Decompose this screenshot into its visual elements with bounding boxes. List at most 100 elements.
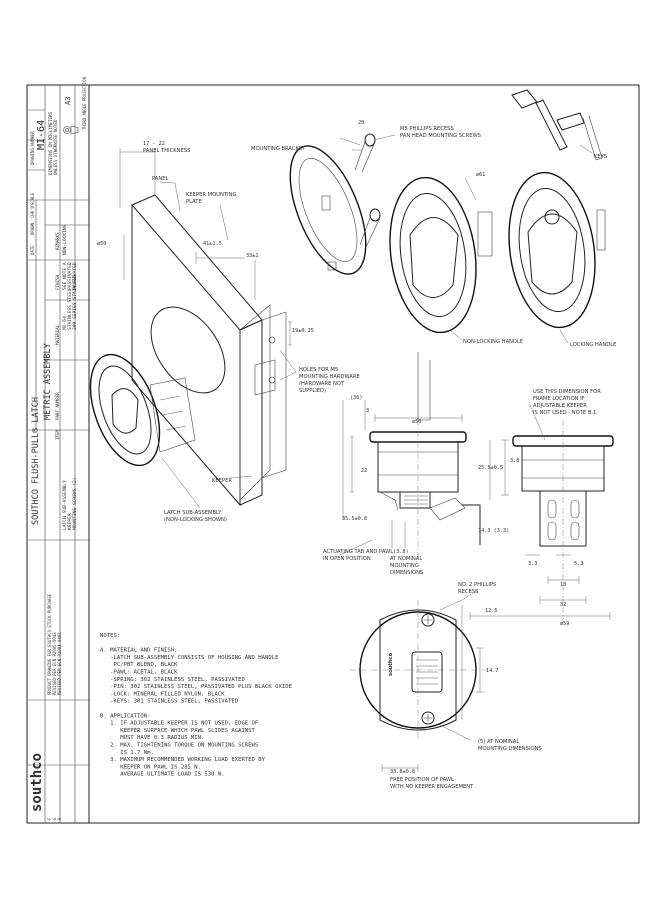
label-dim-3-8b: 3.8 [510, 458, 519, 464]
label-dim-32: 32 [560, 602, 566, 608]
keys-illustration [511, 89, 603, 161]
lock-cylinder [544, 209, 560, 225]
label-use-this-2: FRAME LOCATION IF [533, 396, 585, 402]
label-dim-22: 22 [361, 468, 367, 474]
label-free-pos: FREE POSITION OF PAWL [390, 777, 454, 783]
label-mounting: MOUNTING [390, 563, 419, 569]
parts-header-material: MATERIAL [55, 324, 60, 345]
label-holes: HOLES FOR M5 [299, 367, 338, 373]
label-panel-thickness: 17 - 22 [143, 141, 165, 147]
parts-row1-name: LATCH SUB-ASSEMBLY [62, 480, 68, 530]
screw-head-bottom [421, 711, 435, 725]
label-actuating-2: IN OPEN POSITION [323, 556, 371, 562]
parts-row2-finish: PASSIVATED [67, 262, 73, 290]
label-dim-41: 41±1.5 [203, 241, 222, 247]
label-dim-25-5: 25.5±0.5 [478, 465, 503, 471]
note-line: KEEPER SURFACE WHICH PAWL SLIDES AGAINST [100, 728, 256, 734]
front-view-brand: southco [388, 652, 394, 676]
revision-3: REVISED PER ECN P2004-0462 [57, 632, 62, 695]
drawing-title-line2: METRIC ASSEMBLY [43, 343, 53, 420]
label-keeper: KEEPER [212, 478, 232, 484]
notes-block: NOTES:A. MATERIAL AND FINISH: -LATCH SUB… [100, 633, 293, 778]
exploded-view [289, 89, 606, 344]
drawing-border [26, 84, 640, 824]
keeper-plate [239, 304, 271, 501]
label-dim-12-5: 12.5 [485, 608, 498, 614]
note-line: -PIN: 302 STAINLESS STEEL, PASSIVATED PL… [100, 684, 293, 690]
rev-letter-f: F [47, 817, 52, 820]
label-no2: NO. 2 PHILLIPS [458, 582, 496, 588]
label-dim-33: 33±1 [246, 253, 259, 259]
keeper [254, 359, 276, 396]
front-handle-recess [379, 609, 457, 731]
parts-header-part: PART NUMBER [55, 392, 60, 420]
parts-row2-material: STAINLESS STEEL [67, 288, 73, 330]
title-block: southco PRODUCT DRAWING FOR SOUTHCO STOC… [27, 76, 89, 823]
title-block-frame [26, 84, 90, 824]
label-at-nominal: AT NOMINAL [390, 556, 422, 562]
label-dim-14-3: 14.3 (3.3) [478, 528, 509, 534]
note-line: 2. MAX. TIGHTENING TORQUE ON MOUNTING SC… [100, 743, 258, 749]
latch-handle [111, 388, 139, 434]
label-dim-33-8: 33.8±0.8 [390, 769, 415, 775]
parts-row1-remarks: NON-LOCKING [62, 224, 68, 255]
label-keys: KEYS [594, 154, 607, 160]
screw-head-top [421, 613, 435, 627]
panel-top-edge [131, 194, 263, 331]
non-locking-handle [389, 176, 477, 334]
label-keeper-plate-2: PLATE [186, 199, 202, 205]
label-panel: PANEL [152, 176, 169, 182]
label-use-this-3: ADJUSTABLE KEEPER [533, 403, 587, 409]
note-line: -KEYS: 301 STAINLESS STEEL, PASSIVATED [100, 699, 239, 705]
parts-row1-finish: SEE NOTE A [62, 262, 68, 290]
panel-cutout [150, 306, 226, 394]
label-dim-59: ø59 [560, 621, 569, 627]
drawing-title-line1: SOUTHCO FLUSH-PULL® LATCH [31, 397, 41, 525]
note-line: -LOCK: MINERAL FILLED NYLON, BLACK [100, 691, 225, 697]
projection-symbol [63, 125, 79, 135]
label-non-locking: NON-LOCKING HANDLE [463, 339, 523, 345]
note-line: KEEPER ON PAWL IS 285 N. [100, 764, 201, 770]
brand-logo: southco [29, 753, 45, 812]
parts-row2-name: KEEPER [67, 513, 73, 530]
parts-row3-finish: PASSIVATED [72, 262, 78, 290]
label-dim-5-3: 5.3 [574, 561, 583, 567]
label-latch-sub: LATCH SUB-ASSEMBLY [164, 510, 222, 516]
actuating-tab [429, 497, 466, 521]
tolerance-note: DIMENSIONS IN MILLIMETERS [48, 111, 53, 175]
label-free-pos-2: WITH NO KEEPER ENGAGEMENT [390, 784, 474, 790]
label-mounting-bracket: MOUNTING BRACKET [251, 146, 306, 152]
note-line: NOTES: [100, 633, 120, 639]
label-dim-5-nominal-2: MOUNTING DIMENSIONS [478, 746, 542, 752]
parts-row3-material: 300 SERIES STAINLESS [72, 274, 78, 330]
label-dim-35-5: 35.5±0.8 [342, 516, 367, 522]
label-m5: M5 PHILLIPS RECESS [400, 126, 454, 132]
panel-face [131, 203, 241, 507]
front-view [350, 589, 490, 772]
label-dim-3-8: (3.8) [393, 549, 409, 555]
parts-header-remarks: REMARKS [55, 232, 60, 250]
note-line: B. APPLICATION: [100, 713, 151, 719]
label-dim-20: 20 [358, 120, 364, 126]
label-dim-14-7: 14.7 [486, 668, 499, 674]
label-dim-19: 19±0.15 [292, 328, 314, 334]
label-use-this-4: IS NOT USED - NOTE B.1. [533, 410, 598, 416]
label-dim-3: 3 [366, 408, 369, 414]
label-m5-2: PAN HEAD MOUNTING SCREWS [400, 133, 481, 139]
label-dim-5-nominal: (5) AT NOMINAL [478, 739, 519, 745]
end-view [469, 404, 614, 620]
note-line: 3. MAXIMUM RECOMMENDED WORKING LOAD EXER… [100, 757, 266, 763]
note-line: MUST HAVE 0.3 RADIUS MIN. [100, 735, 204, 741]
note-line: -PAWL: ACETAL, BLACK [100, 670, 178, 676]
label-dim-50: ø50 [97, 241, 106, 247]
parts-header-item: ITEM [55, 429, 60, 440]
label-locking: LOCKING HANDLE [570, 342, 616, 348]
label-panel-thickness-2: PANEL THICKNESS [143, 148, 190, 154]
label-dim-3-3: 3.3 [528, 561, 537, 567]
label-holes-2: MOUNTING HARDWARE [299, 374, 360, 380]
rev-letter-g: G [52, 817, 57, 820]
label-holes-3: (HARDWARE NOT [299, 381, 345, 387]
label-dim-18: 18 [560, 582, 566, 588]
note-line: -SPRING: 302 STAINLESS STEEL, PASSIVATED [100, 677, 245, 683]
